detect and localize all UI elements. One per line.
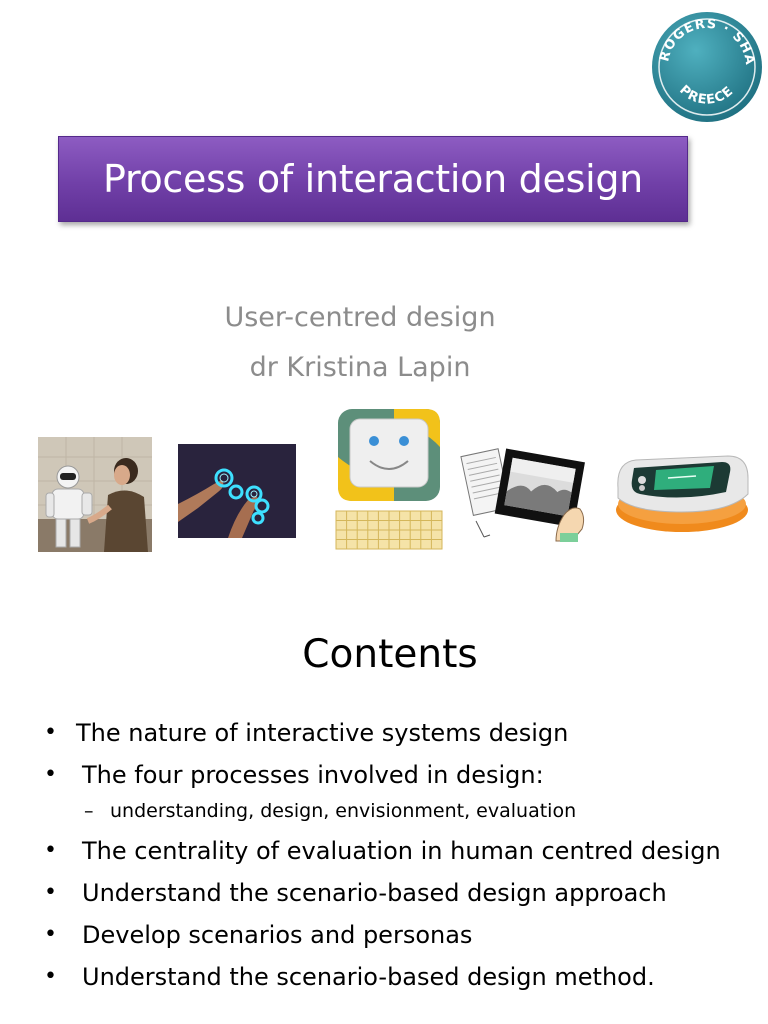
- bullet-marker: •: [44, 838, 57, 863]
- contents-item-text: The nature of interactive systems design: [76, 719, 569, 747]
- contents-item: • Develop scenarios and personas: [40, 914, 760, 956]
- contents-item: • Understand the scenario-based design m…: [40, 956, 760, 998]
- contents-item-text: The centrality of evaluation in human ce…: [82, 837, 721, 865]
- title-banner: Process of interaction design: [58, 136, 688, 222]
- contents-item-text: Understand the scenario-based design app…: [82, 879, 667, 907]
- contents-item: • The nature of interactive systems desi…: [40, 712, 760, 754]
- dash-marker: –: [84, 800, 94, 822]
- contents-subitem: – understanding, design, envisionment, e…: [40, 796, 760, 830]
- slide-title: Process of interaction design: [103, 157, 643, 201]
- subtitle-course: User-centred design: [224, 302, 496, 333]
- ebook-reader-sketch: [460, 437, 600, 542]
- contents-item-text: Understand the scenario-based design met…: [82, 963, 655, 991]
- contents-list: • The nature of interactive systems desi…: [40, 712, 760, 998]
- bullet-marker: •: [44, 964, 57, 989]
- smiley-interface-illustration: [334, 407, 444, 552]
- multitouch-hands-photo: [178, 444, 296, 538]
- contents-item: • The centrality of evaluation in human …: [40, 830, 760, 872]
- robot-and-person-photo: [38, 437, 152, 552]
- contents-item: • The four processes involved in design:: [40, 754, 760, 796]
- contents-item-text: The four processes involved in design:: [82, 761, 544, 789]
- contents-item-text: Develop scenarios and personas: [82, 921, 473, 949]
- subtitle-author: dr Kristina Lapin: [249, 352, 471, 383]
- bullet-marker: •: [44, 922, 57, 947]
- contents-heading: Contents: [302, 632, 478, 677]
- bullet-marker: •: [44, 720, 57, 745]
- publisher-seal-logo: ROGERS · SHARP PREECE: [650, 10, 762, 122]
- contents-item: • Understand the scenario-based design a…: [40, 872, 760, 914]
- bullet-marker: •: [44, 880, 57, 905]
- bullet-marker: •: [44, 762, 57, 787]
- contents-subitem-text: understanding, design, envisionment, eva…: [110, 800, 577, 822]
- handheld-device-photo: [610, 448, 755, 538]
